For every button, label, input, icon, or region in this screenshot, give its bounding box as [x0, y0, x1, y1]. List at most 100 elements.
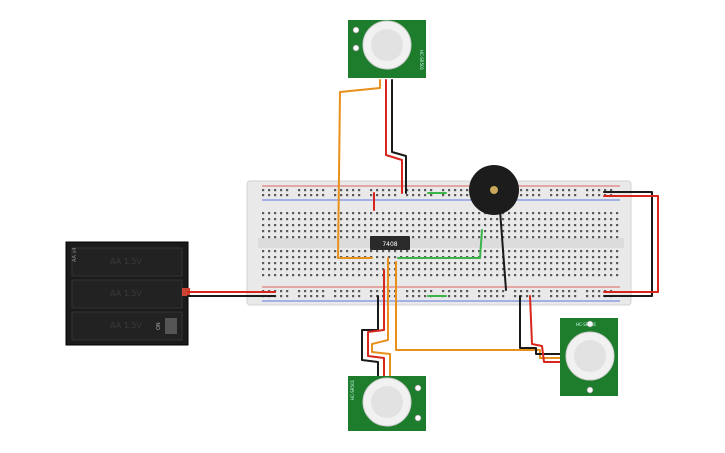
breadboard-hole[interactable] [310, 236, 313, 239]
breadboard-hole[interactable] [460, 194, 463, 197]
breadboard-hole[interactable] [358, 268, 361, 271]
breadboard-hole[interactable] [322, 250, 325, 253]
breadboard-hole[interactable] [340, 268, 343, 271]
breadboard-hole[interactable] [424, 262, 427, 265]
breadboard-hole[interactable] [598, 212, 601, 215]
breadboard-hole[interactable] [496, 295, 499, 298]
breadboard-hole[interactable] [574, 189, 577, 192]
breadboard-hole[interactable] [436, 274, 439, 277]
breadboard-hole[interactable] [382, 212, 385, 215]
breadboard-hole[interactable] [556, 230, 559, 233]
breadboard-hole[interactable] [274, 268, 277, 271]
breadboard-hole[interactable] [322, 218, 325, 221]
breadboard-hole[interactable] [298, 262, 301, 265]
breadboard-hole[interactable] [616, 250, 619, 253]
breadboard-hole[interactable] [550, 295, 553, 298]
breadboard-hole[interactable] [364, 274, 367, 277]
breadboard-hole[interactable] [286, 262, 289, 265]
breadboard-hole[interactable] [460, 250, 463, 253]
breadboard-hole[interactable] [514, 295, 517, 298]
breadboard-hole[interactable] [298, 274, 301, 277]
breadboard-hole[interactable] [322, 290, 325, 293]
breadboard-hole[interactable] [268, 262, 271, 265]
breadboard-hole[interactable] [466, 250, 469, 253]
breadboard-hole[interactable] [592, 218, 595, 221]
breadboard-hole[interactable] [298, 256, 301, 259]
breadboard-hole[interactable] [598, 189, 601, 192]
breadboard-hole[interactable] [538, 268, 541, 271]
breadboard-hole[interactable] [334, 256, 337, 259]
breadboard-hole[interactable] [298, 189, 301, 192]
breadboard-hole[interactable] [292, 262, 295, 265]
breadboard-hole[interactable] [526, 194, 529, 197]
breadboard-hole[interactable] [370, 290, 373, 293]
breadboard-hole[interactable] [610, 262, 613, 265]
breadboard-hole[interactable] [592, 212, 595, 215]
breadboard-hole[interactable] [334, 250, 337, 253]
breadboard-hole[interactable] [316, 194, 319, 197]
breadboard-hole[interactable] [442, 189, 445, 192]
breadboard-hole[interactable] [280, 268, 283, 271]
breadboard-hole[interactable] [442, 230, 445, 233]
breadboard-hole[interactable] [544, 256, 547, 259]
breadboard-hole[interactable] [526, 256, 529, 259]
breadboard-hole[interactable] [412, 274, 415, 277]
breadboard-hole[interactable] [358, 194, 361, 197]
breadboard-hole[interactable] [604, 189, 607, 192]
breadboard-hole[interactable] [526, 236, 529, 239]
breadboard-hole[interactable] [334, 274, 337, 277]
breadboard-hole[interactable] [424, 250, 427, 253]
breadboard-hole[interactable] [496, 218, 499, 221]
breadboard-hole[interactable] [544, 230, 547, 233]
breadboard-hole[interactable] [526, 295, 529, 298]
breadboard-hole[interactable] [304, 218, 307, 221]
breadboard-hole[interactable] [316, 256, 319, 259]
breadboard-hole[interactable] [442, 290, 445, 293]
breadboard-hole[interactable] [358, 295, 361, 298]
breadboard-hole[interactable] [538, 295, 541, 298]
breadboard-hole[interactable] [592, 224, 595, 227]
breadboard-hole[interactable] [490, 236, 493, 239]
breadboard-hole[interactable] [412, 230, 415, 233]
breadboard-hole[interactable] [334, 189, 337, 192]
breadboard-hole[interactable] [436, 268, 439, 271]
breadboard-hole[interactable] [382, 224, 385, 227]
breadboard-hole[interactable] [298, 236, 301, 239]
breadboard-hole[interactable] [316, 268, 319, 271]
breadboard-hole[interactable] [526, 224, 529, 227]
breadboard-hole[interactable] [460, 295, 463, 298]
breadboard-hole[interactable] [388, 295, 391, 298]
breadboard-hole[interactable] [268, 230, 271, 233]
breadboard-hole[interactable] [430, 236, 433, 239]
breadboard-hole[interactable] [586, 236, 589, 239]
breadboard-hole[interactable] [526, 274, 529, 277]
breadboard-hole[interactable] [322, 230, 325, 233]
breadboard-hole[interactable] [592, 290, 595, 293]
breadboard-hole[interactable] [346, 290, 349, 293]
breadboard-hole[interactable] [310, 295, 313, 298]
breadboard-hole[interactable] [436, 230, 439, 233]
breadboard-hole[interactable] [484, 250, 487, 253]
breadboard-hole[interactable] [310, 274, 313, 277]
breadboard-hole[interactable] [496, 236, 499, 239]
breadboard-hole[interactable] [484, 236, 487, 239]
breadboard-hole[interactable] [412, 212, 415, 215]
breadboard-hole[interactable] [298, 268, 301, 271]
breadboard-hole[interactable] [262, 212, 265, 215]
breadboard-hole[interactable] [322, 194, 325, 197]
breadboard-hole[interactable] [460, 290, 463, 293]
breadboard-hole[interactable] [556, 218, 559, 221]
breadboard-hole[interactable] [304, 236, 307, 239]
breadboard-hole[interactable] [532, 224, 535, 227]
breadboard-hole[interactable] [544, 218, 547, 221]
breadboard-hole[interactable] [484, 256, 487, 259]
breadboard-hole[interactable] [310, 250, 313, 253]
breadboard-hole[interactable] [340, 274, 343, 277]
breadboard-hole[interactable] [262, 236, 265, 239]
breadboard-hole[interactable] [304, 224, 307, 227]
breadboard-hole[interactable] [280, 274, 283, 277]
breadboard-hole[interactable] [466, 189, 469, 192]
breadboard-hole[interactable] [424, 212, 427, 215]
breadboard-hole[interactable] [304, 194, 307, 197]
breadboard-hole[interactable] [406, 218, 409, 221]
